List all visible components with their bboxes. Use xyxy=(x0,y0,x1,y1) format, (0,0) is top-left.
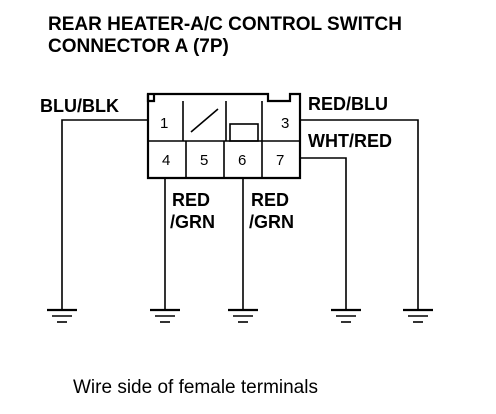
pin-1-label: 1 xyxy=(160,115,168,132)
ground-icon xyxy=(228,308,258,323)
wire-label-pin-3: RED/BLU xyxy=(308,94,388,114)
title-line-1: REAR HEATER-A/C CONTROL SWITCH xyxy=(48,14,402,35)
ground-icon xyxy=(403,308,433,323)
pin-3-label: 3 xyxy=(281,115,289,132)
pin-6-label: 6 xyxy=(238,152,246,169)
pin-5-label: 5 xyxy=(200,152,208,169)
ground-icon xyxy=(331,308,361,323)
diagram-caption: Wire side of female terminals xyxy=(73,377,318,398)
wire-label-pin-4-line-2: /GRN xyxy=(170,212,215,232)
wire-pin-1 xyxy=(61,119,148,310)
lock-tab xyxy=(229,123,259,142)
wire-label-pin-6-line-1: RED xyxy=(251,190,289,210)
wire-pin-7 xyxy=(300,157,347,310)
wire-label-pin-4-line-1: RED xyxy=(172,190,210,210)
wire-pin-3 xyxy=(300,119,419,310)
connector-housing xyxy=(146,92,302,180)
wire-label-pin-7: WHT/RED xyxy=(308,131,392,151)
pin-7-label: 7 xyxy=(276,152,284,169)
pin-4-label: 4 xyxy=(162,152,170,169)
title-line-2: CONNECTOR A (7P) xyxy=(48,36,229,57)
wire-label-pin-6-line-2: /GRN xyxy=(249,212,294,232)
blanked-cavity-slash xyxy=(190,108,219,133)
wire-label-pin-1: BLU/BLK xyxy=(40,96,119,116)
ground-icon xyxy=(150,308,180,323)
ground-icon xyxy=(47,308,77,323)
